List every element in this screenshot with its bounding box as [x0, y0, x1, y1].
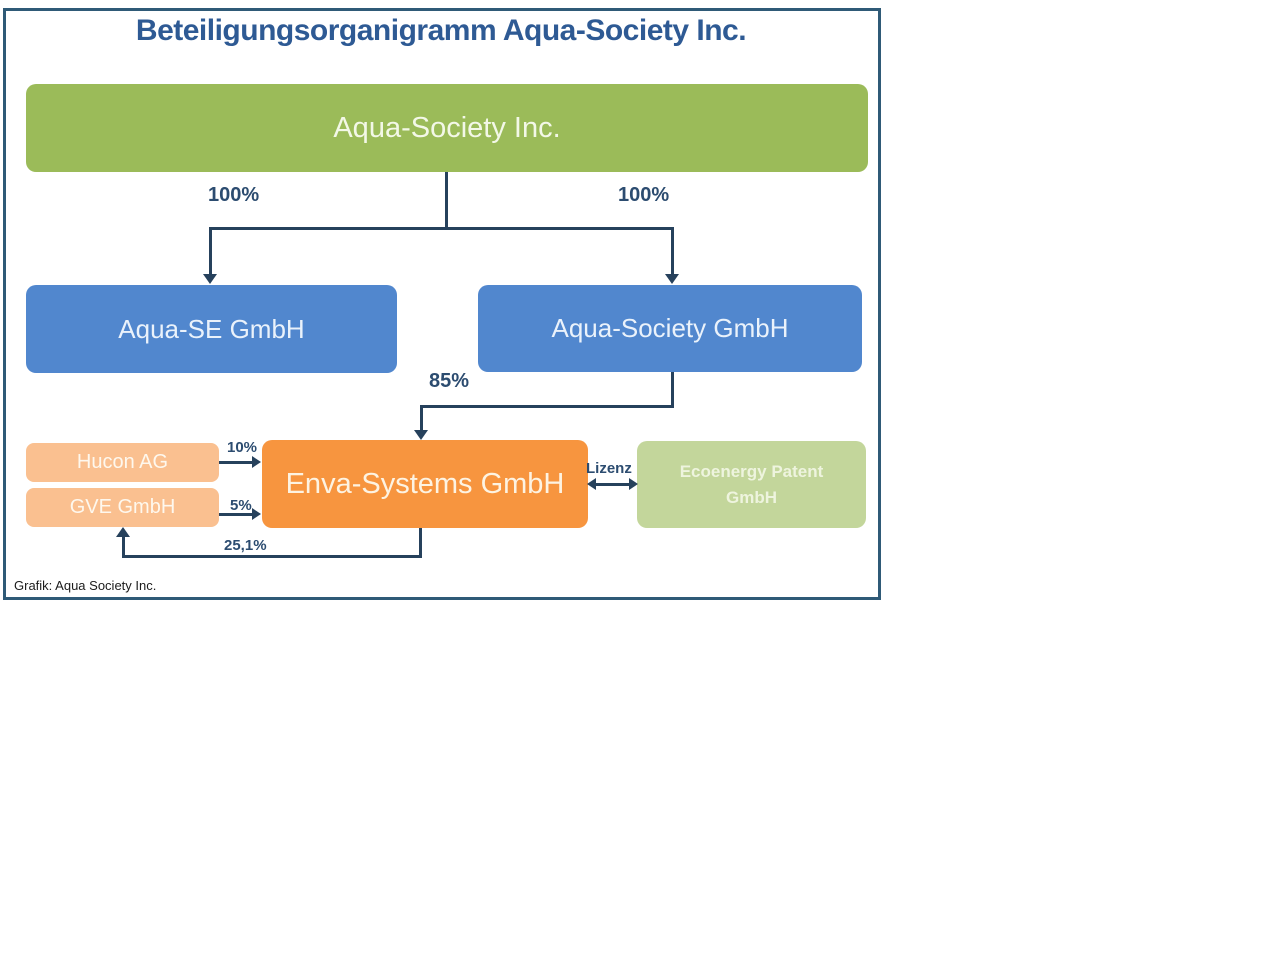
connector-root-horizontal: [209, 227, 674, 230]
arrowhead-enva-to-gve: [116, 527, 130, 537]
arrowhead-lizenz-right: [629, 478, 638, 490]
connector-5-horizontal: [219, 513, 253, 516]
node-ecoenergy-patent-gmbh: Ecoenergy Patent GmbH: [637, 441, 866, 528]
node-hucon-ag: Hucon AG: [26, 443, 219, 482]
node-enva-systems-gmbh-label: Enva-Systems GmbH: [285, 467, 565, 500]
connector-lizenz-horizontal: [595, 483, 632, 486]
connector-85-vertical-right: [671, 372, 674, 408]
node-aqua-se-gmbh: Aqua-SE GmbH: [26, 285, 397, 373]
edge-label-5: 5%: [230, 497, 252, 514]
diagram-title: Beteiligungsorganigramm Aqua-Society Inc…: [135, 14, 747, 47]
node-aqua-society-inc: Aqua-Society Inc.: [26, 84, 868, 172]
node-aqua-se-gmbh-label: Aqua-SE GmbH: [118, 313, 305, 344]
arrowhead-to-aqua-se: [203, 274, 217, 284]
edge-label-10: 10%: [227, 439, 258, 456]
edge-label-lizenz: Lizenz: [586, 460, 632, 477]
arrowhead-to-aqua-society: [665, 274, 679, 284]
connector-251-vertical-left: [122, 536, 125, 558]
connector-85-vertical-left: [420, 405, 423, 431]
node-aqua-society-gmbh-label: Aqua-Society GmbH: [551, 313, 789, 343]
edge-label-251: 25,1%: [224, 537, 267, 554]
edge-label-85: 85%: [429, 370, 470, 392]
node-gve-gmbh: GVE GmbH: [26, 488, 219, 527]
arrowhead-lizenz-left: [587, 478, 596, 490]
node-aqua-society-inc-label: Aqua-Society Inc.: [333, 111, 561, 144]
connector-85-horizontal: [420, 405, 674, 408]
node-gve-gmbh-label: GVE GmbH: [69, 496, 176, 518]
source-credit: Grafik: Aqua Society Inc.: [14, 578, 157, 593]
edge-label-100-right: 100%: [618, 184, 670, 206]
node-ecoenergy-patent-label-line2: GmbH: [726, 487, 777, 507]
node-enva-systems-gmbh: Enva-Systems GmbH: [262, 440, 588, 528]
connector-251-vertical-right: [419, 528, 422, 558]
node-ecoenergy-patent-label-line1: Ecoenergy Patent: [679, 462, 824, 481]
node-hucon-ag-label: Hucon AG: [76, 451, 169, 473]
arrowhead-gve-to-enva: [252, 508, 261, 520]
edge-label-100-left: 100%: [208, 184, 260, 206]
connector-root-stem: [445, 172, 448, 230]
connector-root-right-branch: [671, 227, 674, 275]
connector-251-horizontal: [122, 555, 422, 558]
arrowhead-to-enva: [414, 430, 428, 440]
node-aqua-society-gmbh: Aqua-Society GmbH: [478, 285, 862, 372]
arrowhead-hucon-to-enva: [252, 456, 261, 468]
connector-10-horizontal: [219, 461, 253, 464]
connector-root-left-branch: [209, 227, 212, 275]
